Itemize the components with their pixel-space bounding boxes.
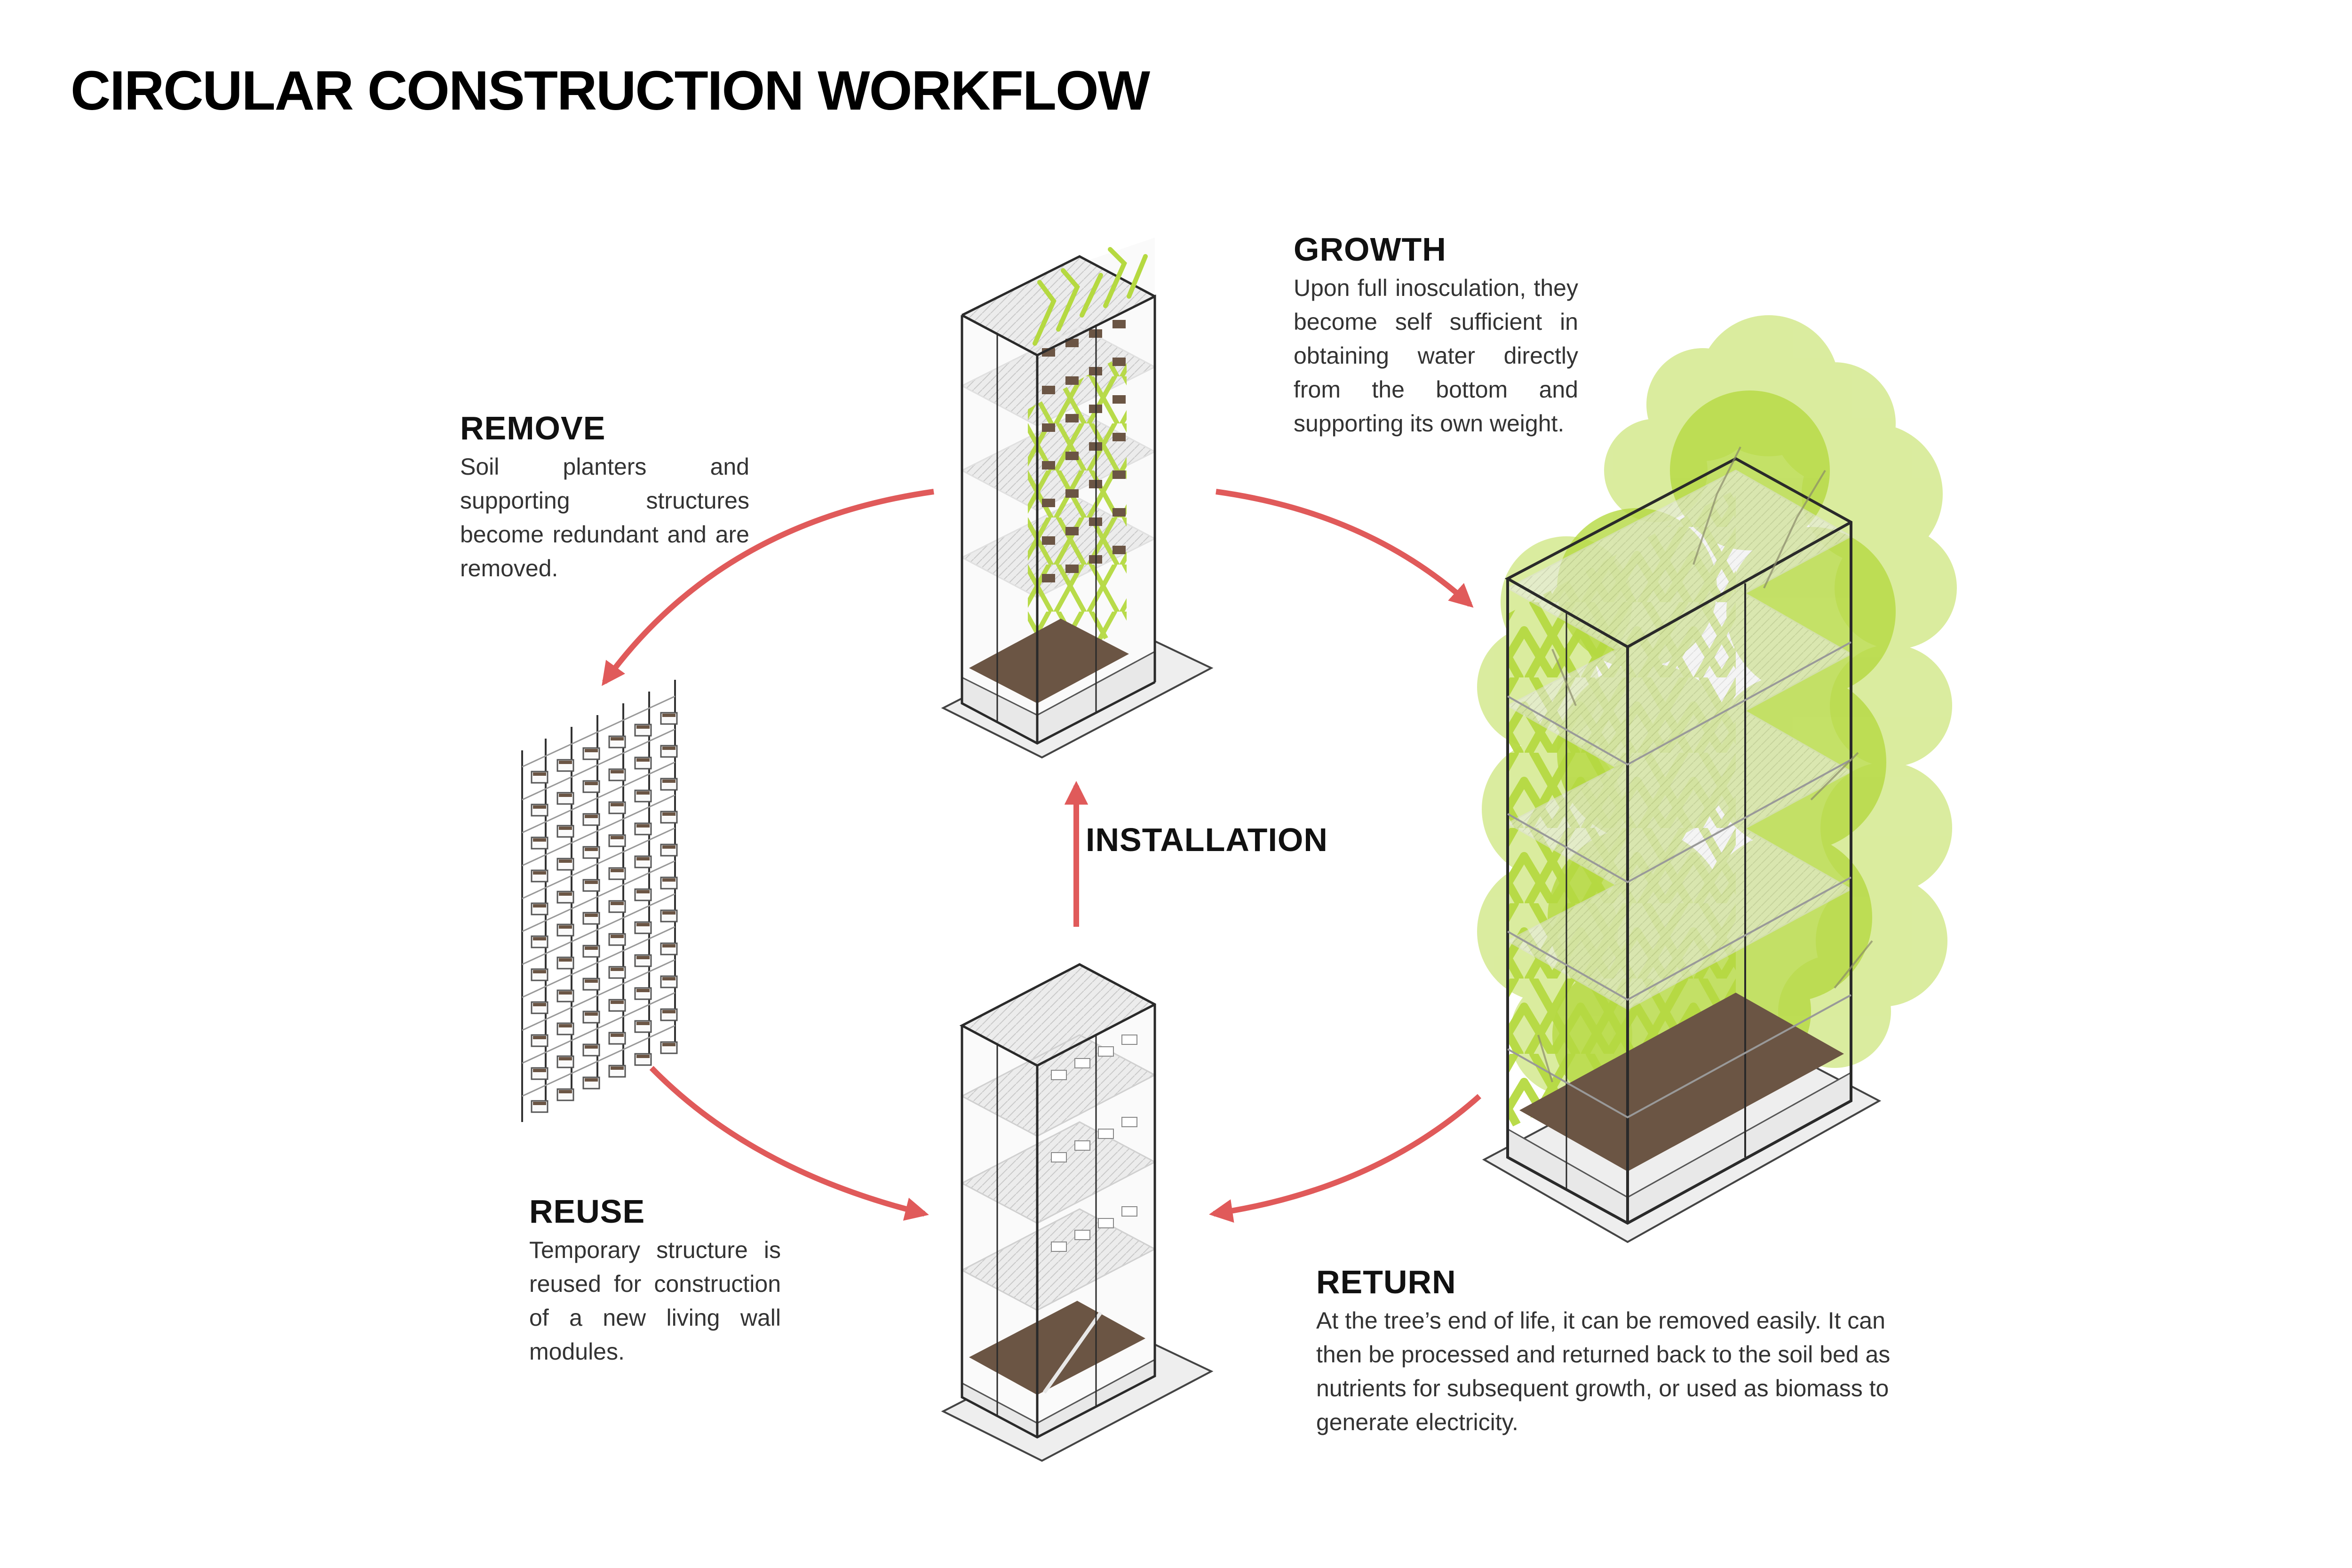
planter-soil	[611, 935, 624, 938]
planter-soil	[636, 758, 650, 762]
planter-soil	[533, 937, 546, 940]
step-return-text: At the tree’s end of life, it can be rem…	[1316, 1307, 1891, 1435]
module-empty	[941, 963, 1214, 1462]
planter-soil	[636, 857, 650, 860]
planter-soil	[533, 1069, 546, 1072]
planter-soil	[662, 911, 675, 915]
planter-soil	[611, 902, 624, 905]
arrow-return-icon	[1209, 1094, 1481, 1223]
planter-soil	[662, 1043, 675, 1046]
planter-soil	[533, 970, 546, 973]
step-remove-heading: REMOVE	[460, 410, 606, 446]
planter-soil	[559, 794, 572, 797]
planter-soil	[585, 1012, 598, 1016]
planter-soil	[636, 791, 650, 795]
planter-soil	[636, 989, 650, 992]
module-installed	[941, 238, 1214, 759]
step-reuse-heading: REUSE	[529, 1193, 645, 1230]
planter-soil	[559, 1024, 572, 1027]
planter-soil	[559, 1057, 572, 1060]
planter-soil	[611, 803, 624, 806]
planter-soil	[636, 725, 650, 729]
planter-soil	[611, 1034, 624, 1037]
planter-soil	[533, 1003, 546, 1006]
planter-soil	[662, 1010, 675, 1013]
planter-soil	[585, 947, 598, 950]
planter-soil	[611, 737, 624, 740]
planter-soil	[533, 1036, 546, 1039]
planter-soil	[585, 848, 598, 851]
step-remove-text: Soil planters and supporting structures …	[460, 454, 749, 581]
planter-soil	[559, 892, 572, 896]
step-reuse: REUSE Temporary structure is reused for …	[529, 1193, 781, 1369]
arrow-reuse-icon	[649, 1066, 929, 1221]
planter-soil	[559, 860, 572, 863]
step-growth: GROWTH Upon full inosculation, they beco…	[1294, 231, 1578, 440]
planter-soil	[533, 805, 546, 809]
planter-soil	[559, 958, 572, 962]
planter-soil	[636, 1055, 650, 1058]
planter-soil	[533, 871, 546, 875]
planter-soil	[662, 944, 675, 947]
planter-soil	[611, 770, 624, 773]
planter-soil	[559, 761, 572, 764]
planter-soil	[533, 838, 546, 842]
planter-soil	[662, 878, 675, 882]
step-growth-text: Upon full inosculation, they become self…	[1294, 275, 1578, 437]
planter-soil	[559, 991, 572, 995]
planter-soil	[533, 904, 546, 907]
planter-soil	[585, 749, 598, 752]
planter-soil	[636, 1022, 650, 1025]
planter-soil	[611, 1067, 624, 1070]
planter-soil	[636, 890, 650, 893]
planter-soil	[662, 845, 675, 849]
planter-soil	[585, 1078, 598, 1082]
planter-soil	[662, 714, 675, 717]
planter-soil	[636, 923, 650, 926]
planter-soil	[611, 869, 624, 872]
installation-label: INSTALLATION	[1086, 821, 1328, 858]
step-remove: REMOVE Soil planters and supporting stru…	[460, 409, 749, 585]
planter-soil	[585, 815, 598, 818]
planter-soil	[611, 968, 624, 971]
planter-soil	[662, 747, 675, 750]
planter-soil	[662, 812, 675, 816]
page-title: CIRCULAR CONSTRUCTION WORKFLOW	[71, 60, 1150, 122]
removed-planter-rack	[521, 680, 678, 1122]
step-return-heading: RETURN	[1316, 1264, 1456, 1300]
arrow-remove-icon	[602, 489, 934, 686]
planter-soil	[636, 824, 650, 828]
planter-soil	[533, 1102, 546, 1105]
step-growth-heading: GROWTH	[1294, 231, 1446, 268]
planter-soil	[533, 772, 546, 776]
step-return: RETURN At the tree’s end of life, it can…	[1316, 1263, 1937, 1439]
planter-soil	[559, 925, 572, 929]
planter-soil	[611, 1001, 624, 1004]
planter-soil	[559, 1090, 572, 1093]
planter-soil	[611, 836, 624, 839]
module-grown	[1477, 315, 1957, 1243]
step-reuse-text: Temporary structure is reused for constr…	[529, 1237, 781, 1365]
planter-soil	[585, 979, 598, 983]
planter-soil	[585, 881, 598, 884]
planter-soil	[585, 914, 598, 917]
arrow-growth-icon	[1216, 489, 1474, 608]
planter-soil	[636, 956, 650, 959]
planter-soil	[585, 782, 598, 785]
planter-soil	[559, 827, 572, 830]
planter-soil	[662, 780, 675, 783]
planter-soil	[585, 1045, 598, 1049]
planter-soil	[662, 977, 675, 980]
